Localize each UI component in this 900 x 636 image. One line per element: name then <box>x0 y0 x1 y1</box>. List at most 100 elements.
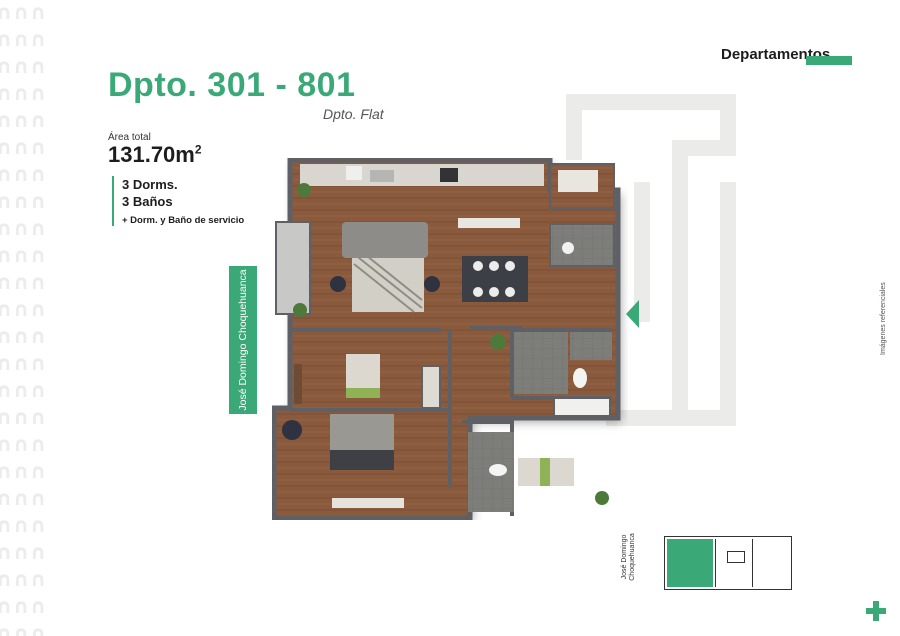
logo-pattern-glyph: ∩ <box>13 108 29 132</box>
logo-pattern-glyph: ∩ <box>30 216 46 240</box>
logo-pattern-glyph: ∩ <box>0 324 12 348</box>
street-label: José Domingo Choquehuanca <box>229 266 257 414</box>
logo-pattern-glyph: ∩ <box>13 621 29 636</box>
area-label: Área total <box>108 132 151 143</box>
logo-pattern-glyph: ∩ <box>30 81 46 105</box>
logo-pattern-glyph: ∩ <box>30 27 46 51</box>
logo-pattern-glyph: ∩ <box>13 378 29 402</box>
sofa <box>342 222 428 258</box>
logo-pattern-glyph: ∩ <box>0 189 12 213</box>
key-plan-highlight <box>667 539 713 587</box>
room-list: 3 Dorms. 3 Baños + Dorm. y Baño de servi… <box>112 176 244 226</box>
logo-pattern-glyph: ∩ <box>0 81 12 105</box>
floor-plan <box>272 158 621 520</box>
building-outline-mid <box>672 140 736 156</box>
logo-pattern-glyph: ∩ <box>0 270 12 294</box>
logo-pattern-glyph: ∩ <box>30 108 46 132</box>
section-title: Departamentos <box>721 46 831 63</box>
kitchen-counter <box>300 164 544 186</box>
logo-pattern-glyph: ∩ <box>13 594 29 618</box>
logo-pattern-glyph: ∩ <box>30 324 46 348</box>
logo-pattern-glyph: ∩ <box>13 0 29 24</box>
logo-pattern-glyph: ∩ <box>13 54 29 78</box>
logo-pattern-glyph: ∩ <box>13 216 29 240</box>
side-note: Imágenes referenciales <box>880 282 887 355</box>
logo-pattern-glyph: ∩ <box>30 459 46 483</box>
logo-pattern-glyph: ∩ <box>30 405 46 429</box>
logo-pattern-glyph: ∩ <box>30 189 46 213</box>
key-plan <box>664 536 792 590</box>
key-plan-unit <box>715 539 753 587</box>
logo-pattern-glyph: ∩ <box>30 540 46 564</box>
logo-pattern-glyph: ∩ <box>30 270 46 294</box>
room-bathrooms: 3 Baños <box>122 194 173 209</box>
logo-pattern-glyph: ∩ <box>0 432 12 456</box>
logo-pattern-glyph: ∩ <box>0 486 12 510</box>
plus-icon <box>866 601 886 621</box>
logo-pattern-glyph: ∩ <box>13 189 29 213</box>
room-bedrooms: 3 Dorms. <box>122 177 178 192</box>
logo-pattern-glyph: ∩ <box>0 513 12 537</box>
logo-pattern-glyph: ∩ <box>13 459 29 483</box>
logo-pattern-glyph: ∩ <box>0 540 12 564</box>
logo-pattern-glyph: ∩ <box>30 351 46 375</box>
bath-3 <box>570 332 612 360</box>
logo-pattern-glyph: ∩ <box>13 405 29 429</box>
logo-pattern-glyph: ∩ <box>13 351 29 375</box>
unit-type: Dpto. Flat <box>323 106 384 122</box>
logo-pattern-glyph: ∩ <box>0 108 12 132</box>
logo-pattern-glyph: ∩ <box>30 135 46 159</box>
logo-pattern-glyph: ∩ <box>13 162 29 186</box>
logo-pattern-glyph: ∩ <box>13 135 29 159</box>
logo-pattern-glyph: ∩ <box>13 567 29 591</box>
logo-pattern-glyph: ∩ <box>30 54 46 78</box>
logo-pattern-glyph: ∩ <box>0 54 12 78</box>
logo-pattern-glyph: ∩ <box>0 594 12 618</box>
logo-pattern-glyph: ∩ <box>30 486 46 510</box>
logo-pattern-glyph: ∩ <box>13 27 29 51</box>
entrance-arrow <box>626 300 639 328</box>
logo-pattern-glyph: ∩ <box>30 0 46 24</box>
bath-2 <box>514 332 568 394</box>
logo-pattern: ∩∩∩∩∩∩∩∩∩∩∩∩∩∩∩∩∩∩∩∩∩∩∩∩∩∩∩∩∩∩∩∩∩∩∩∩∩∩∩∩… <box>0 0 50 636</box>
logo-pattern-glyph: ∩ <box>13 297 29 321</box>
desk <box>294 364 302 404</box>
logo-pattern-glyph: ∩ <box>13 270 29 294</box>
logo-pattern-glyph: ∩ <box>30 378 46 402</box>
building-outline-top <box>566 94 736 110</box>
logo-pattern-glyph: ∩ <box>13 81 29 105</box>
logo-pattern-glyph: ∩ <box>0 297 12 321</box>
logo-pattern-glyph: ∩ <box>0 567 12 591</box>
logo-pattern-glyph: ∩ <box>30 432 46 456</box>
logo-pattern-glyph: ∩ <box>30 297 46 321</box>
logo-pattern-glyph: ∩ <box>30 513 46 537</box>
area-value: 131.70m2 <box>108 142 202 167</box>
logo-pattern-glyph: ∩ <box>0 216 12 240</box>
unit-title: Dpto. 301 - 801 <box>108 66 356 104</box>
room-extra: + Dorm. y Baño de servicio <box>122 215 245 226</box>
logo-pattern-glyph: ∩ <box>30 567 46 591</box>
logo-pattern-glyph: ∩ <box>0 135 12 159</box>
building-outline-right2 <box>720 182 736 426</box>
logo-pattern-glyph: ∩ <box>30 162 46 186</box>
logo-pattern-glyph: ∩ <box>30 621 46 636</box>
logo-pattern-glyph: ∩ <box>13 513 29 537</box>
building-outline-stem <box>672 140 688 415</box>
logo-pattern-glyph: ∩ <box>0 162 12 186</box>
logo-pattern-glyph: ∩ <box>13 486 29 510</box>
balcony <box>275 221 311 315</box>
logo-pattern-glyph: ∩ <box>0 243 12 267</box>
logo-pattern-glyph: ∩ <box>0 459 12 483</box>
logo-pattern-glyph: ∩ <box>0 621 12 636</box>
logo-pattern-glyph: ∩ <box>0 351 12 375</box>
logo-pattern-glyph: ∩ <box>30 594 46 618</box>
logo-pattern-glyph: ∩ <box>0 27 12 51</box>
logo-pattern-glyph: ∩ <box>0 405 12 429</box>
logo-pattern-glyph: ∩ <box>13 432 29 456</box>
building-outline-left <box>566 94 582 160</box>
key-plan-core <box>727 551 745 563</box>
building-outline-inner <box>634 182 650 322</box>
logo-pattern-glyph: ∩ <box>13 243 29 267</box>
logo-pattern-glyph: ∩ <box>0 378 12 402</box>
logo-pattern-glyph: ∩ <box>0 0 12 24</box>
